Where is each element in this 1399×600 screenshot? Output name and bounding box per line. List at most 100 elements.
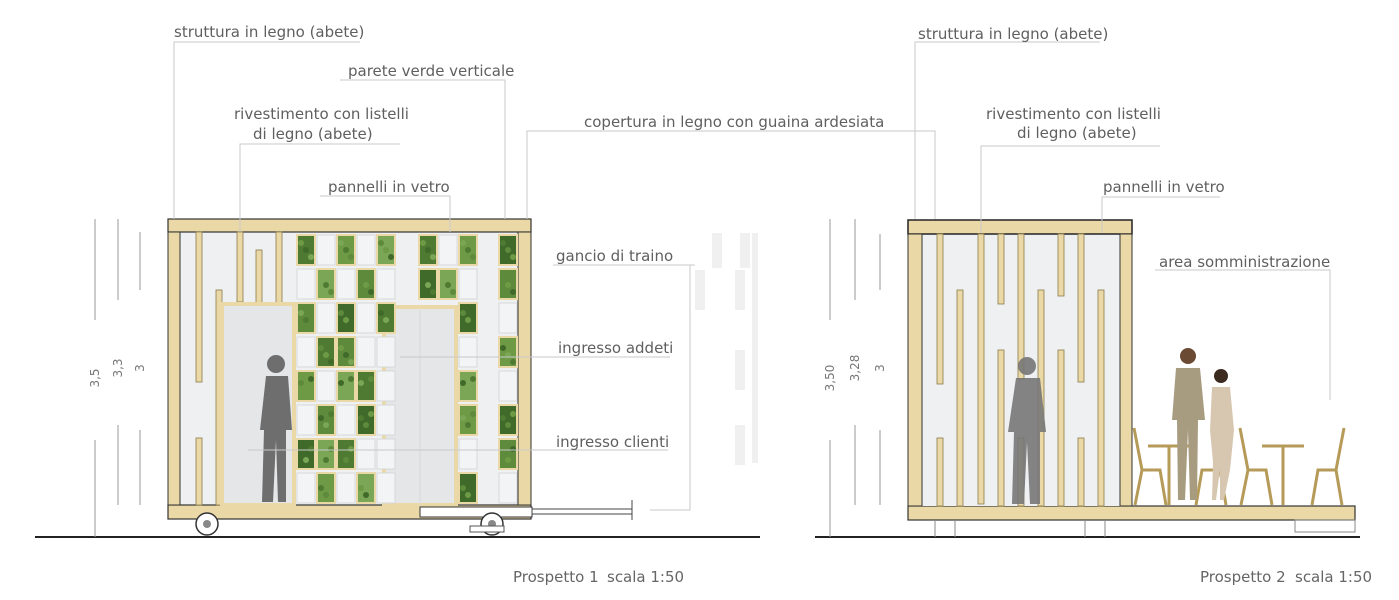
foliage: [343, 317, 349, 323]
foliage: [470, 411, 476, 417]
foliage: [348, 254, 354, 260]
glass-box: [336, 472, 356, 504]
foliage: [363, 422, 369, 428]
glass-box: [376, 438, 396, 470]
foliage: [470, 254, 476, 260]
foliage: [338, 380, 344, 386]
outdoor-furniture: [1132, 427, 1346, 506]
foliage: [348, 359, 354, 365]
foliage: [323, 457, 329, 463]
leader-lines-2: [914, 41, 1331, 400]
foliage: [328, 446, 334, 452]
left-post-2: [907, 233, 923, 507]
foliage: [358, 275, 364, 281]
foliage: [510, 446, 516, 452]
caption-2-scale: scala 1:50: [1295, 568, 1372, 586]
label-parete-verde: parete verde verticale: [348, 62, 514, 80]
label-rivestimento-1b: di legno (abete): [253, 125, 373, 143]
foliage: [383, 317, 389, 323]
glass-box: [458, 336, 478, 368]
foliage: [460, 240, 466, 246]
foliage: [303, 457, 309, 463]
foliage: [363, 387, 369, 393]
dim-internal: 3: [133, 364, 147, 372]
hatch-marks: [695, 233, 758, 465]
foliage: [505, 247, 511, 253]
foliage: [328, 289, 334, 295]
foliage: [303, 387, 309, 393]
foliage: [328, 359, 334, 365]
glass-box: [316, 370, 336, 402]
foliage: [318, 345, 324, 351]
foliage: [460, 485, 466, 491]
foliage: [505, 422, 511, 428]
foliage: [425, 247, 431, 253]
glass-box: [316, 302, 336, 334]
glass-box: [438, 234, 458, 266]
foliage: [303, 317, 309, 323]
label-rivestimento-2a: rivestimento con listelli: [986, 105, 1161, 123]
foliage: [460, 415, 466, 421]
label-copertura: copertura in legno con guaina ardesiata: [584, 113, 884, 131]
foliage: [363, 282, 369, 288]
foliage: [430, 254, 436, 260]
dim-internal-2: 3: [873, 364, 887, 372]
foliage: [358, 415, 364, 421]
foliage: [363, 492, 369, 498]
foliage: [323, 282, 329, 288]
caption-1-scale: scala 1:50: [607, 568, 684, 586]
plant-box: [458, 472, 478, 504]
left-post: [167, 231, 181, 506]
foliage: [348, 376, 354, 382]
glass-box: [356, 234, 376, 266]
foliage: [338, 240, 344, 246]
dimensions-1: 3,5 3,3 3: [88, 219, 147, 537]
plant-box: [356, 370, 376, 402]
vertical-green-wall: [296, 234, 518, 504]
foliage: [510, 289, 516, 295]
foliage: [420, 240, 426, 246]
foliage: [510, 411, 516, 417]
dim-structure-2: 3,28: [848, 355, 862, 382]
foliage: [318, 415, 324, 421]
foliage: [425, 282, 431, 288]
chassis: [195, 500, 633, 536]
foliage: [510, 254, 516, 260]
label-ingresso-clienti: ingresso clienti: [556, 433, 669, 451]
foliage: [440, 275, 446, 281]
foliage: [430, 289, 436, 295]
foliage: [348, 324, 354, 330]
foliage: [298, 310, 304, 316]
leader-lines-1: [173, 41, 936, 511]
foliage: [298, 240, 304, 246]
foliage: [343, 387, 349, 393]
foliage: [378, 310, 384, 316]
elevation-1: 3,5 3,3 3 struttura in legno (abete) par…: [35, 23, 936, 586]
plant-box: [296, 370, 316, 402]
foliage: [368, 481, 374, 487]
person-silhouette-2: [1008, 357, 1046, 504]
glass-box: [376, 472, 396, 504]
glass-box: [498, 370, 518, 402]
foliage: [318, 485, 324, 491]
foliage: [465, 387, 471, 393]
plant-box: [458, 370, 478, 402]
glass-box: [458, 438, 478, 470]
foliage: [500, 275, 506, 281]
foliage: [343, 352, 349, 358]
right-post-2: [1119, 233, 1133, 507]
foliage: [338, 310, 344, 316]
caption-1-name: Prospetto 1: [513, 568, 599, 586]
label-pannelli-1: pannelli in vetro: [328, 178, 450, 196]
glass-box: [316, 234, 336, 266]
foliage: [470, 376, 476, 382]
foliage: [298, 450, 304, 456]
foliage: [358, 380, 364, 386]
foliage: [460, 310, 466, 316]
foliage: [303, 247, 309, 253]
glass-box: [296, 336, 316, 368]
label-area: area somministrazione: [1159, 253, 1330, 271]
dim-total-2: 3,50: [823, 365, 837, 392]
dim-structure: 3,3: [111, 358, 125, 377]
label-struttura-1: struttura in legno (abete): [174, 23, 364, 41]
